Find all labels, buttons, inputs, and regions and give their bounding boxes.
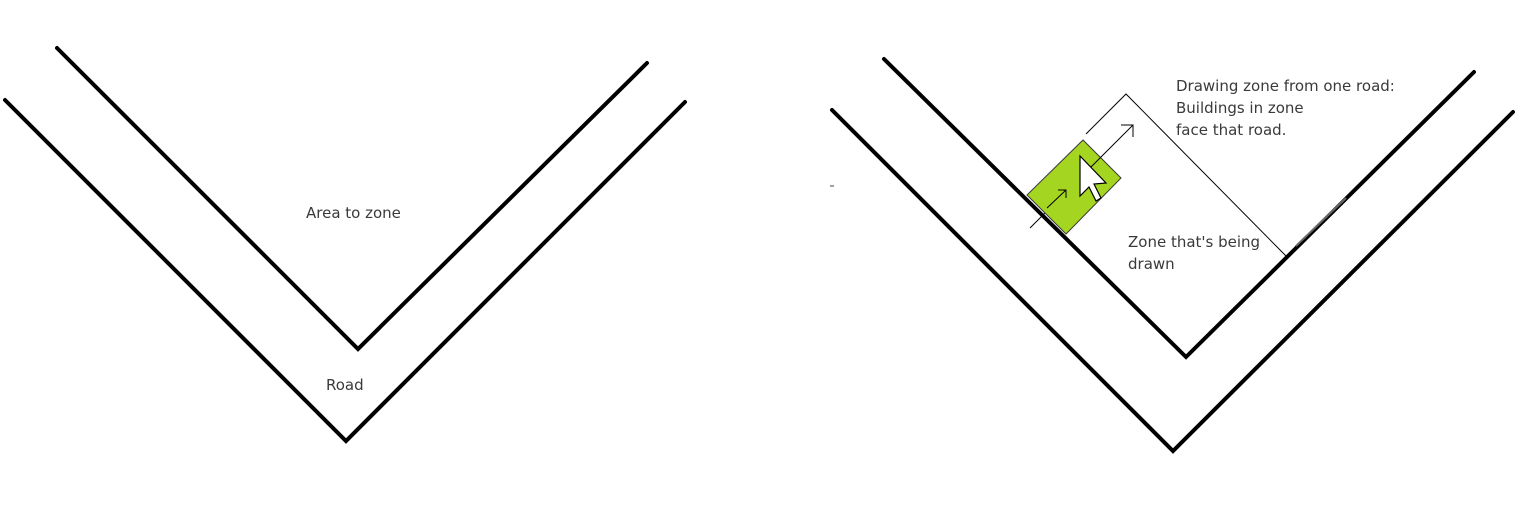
zone-being-drawn-label: Zone that's being drawn bbox=[1128, 233, 1265, 273]
road-label: Road bbox=[326, 376, 364, 394]
area-to-zone-label: Area to zone bbox=[306, 204, 401, 222]
zone-outline bbox=[1085, 93, 1288, 258]
left-panel: Area to zone Road bbox=[3, 46, 687, 444]
drag-arrow-icon bbox=[1085, 124, 1134, 173]
mouse-pointer-icon bbox=[1079, 154, 1108, 202]
drawing-zone-label: Drawing zone from one road: Buildings in… bbox=[1176, 77, 1400, 139]
zone-road-edge-highlight bbox=[1295, 197, 1347, 247]
arrow-up-right-icon bbox=[1046, 189, 1067, 209]
road-inner-edge bbox=[55, 46, 649, 352]
road-outer-edge bbox=[3, 98, 687, 444]
right-panel: Drawing zone from one road: Buildings in… bbox=[830, 57, 1515, 454]
zone-being-drawn bbox=[1026, 139, 1122, 235]
road-outer-edge-right bbox=[830, 108, 1515, 454]
road-inner-edge-right bbox=[882, 57, 1476, 360]
